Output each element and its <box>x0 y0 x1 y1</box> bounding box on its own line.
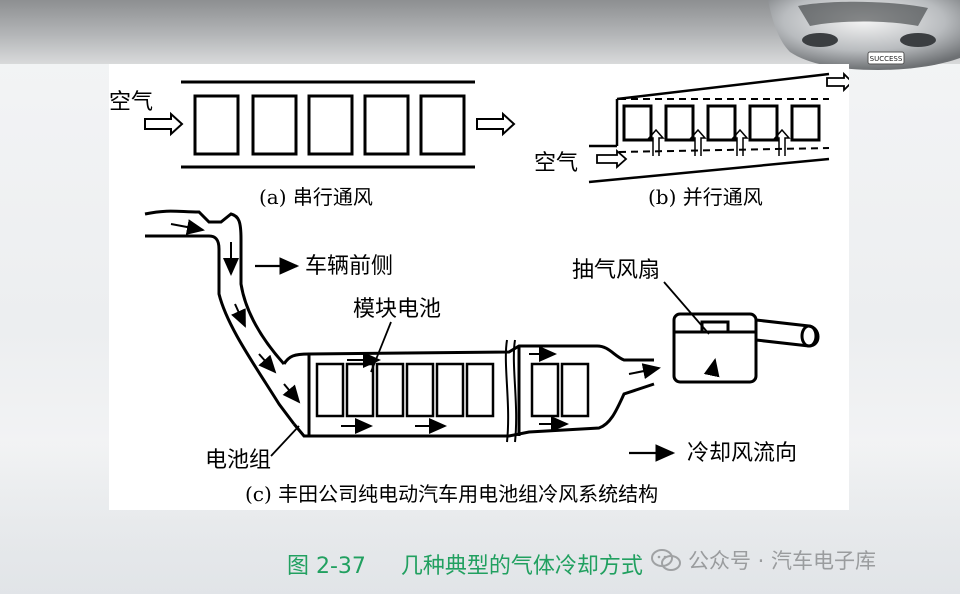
wechat-icon <box>651 549 681 571</box>
watermark-text: 公众号 · 汽车电子库 <box>688 549 877 573</box>
watermark: 公众号 · 汽车电子库 <box>650 545 876 575</box>
front-label: 车辆前侧 <box>305 254 393 279</box>
module-battery-label: 模块电池 <box>353 297 441 322</box>
panel-b-diagram <box>588 71 849 184</box>
battery-pack-label: 电池组 <box>205 448 271 473</box>
exhaust-fan-label: 抽气风扇 <box>572 258 660 283</box>
cooling-diagram: 空气 (a) 串行通风 空气 (b) 并行通风 车辆前侧 模块电池 抽气风扇 电… <box>109 71 849 506</box>
car-image: SUCCESS <box>768 0 960 70</box>
panel-b-caption: (b) 并行通风 <box>648 185 763 209</box>
panel-a-air-label: 空气 <box>109 90 153 115</box>
panel-c-diagram <box>144 209 820 443</box>
panel-b-air-label: 空气 <box>534 151 578 176</box>
panel-a-caption: (a) 串行通风 <box>259 185 373 209</box>
airflow-legend-label: 冷却风流向 <box>687 441 797 466</box>
panel-c-caption: (c) 丰田公司纯电动汽车用电池组冷风系统结构 <box>245 482 658 506</box>
diagram-figure: 空气 (a) 串行通风 空气 (b) 并行通风 车辆前侧 模块电池 抽气风扇 电… <box>109 64 849 510</box>
car-plate: SUCCESS <box>870 55 903 63</box>
panel-a-diagram <box>144 80 516 169</box>
figure-caption: 图 2-37 几种典型的气体冷却方式 <box>287 554 643 579</box>
